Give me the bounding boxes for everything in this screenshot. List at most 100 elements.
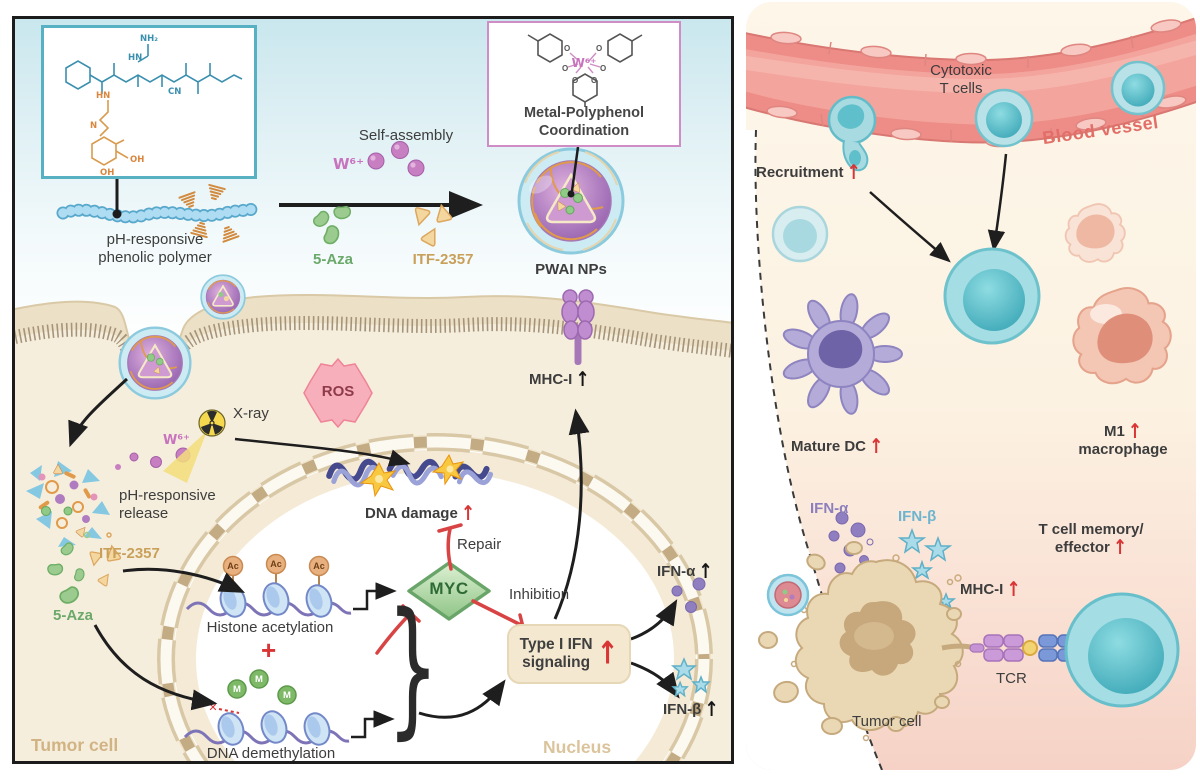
dna-damage-text: DNA damage	[365, 505, 458, 522]
tmem-line2: effector	[1054, 539, 1110, 556]
release-label-line1: pH-responsive	[119, 487, 216, 504]
polymer-label-line1: pH-responsive	[106, 231, 204, 248]
released-itf-molecules	[89, 532, 122, 587]
myc-node	[407, 561, 491, 621]
cytotoxic-line2: T cells	[939, 80, 983, 97]
mature-dc-label: Mature DC↑	[791, 436, 883, 456]
naive-t-cell	[771, 205, 829, 263]
atom-label-n: N	[90, 121, 97, 131]
acetyl-tags: Ac Ac Ac	[222, 553, 330, 577]
repair-label: Repair	[457, 536, 502, 553]
atom-label-hn-orange: HN	[96, 91, 110, 101]
infiltration-arrows	[869, 153, 1008, 263]
pwai-nanoparticle-endocytosed	[118, 326, 192, 400]
ifn-alpha-text: IFN-α	[657, 563, 696, 580]
itf-molecules	[414, 203, 453, 247]
myc-label: MYC	[429, 579, 469, 598]
ifn-box-line2: signaling	[522, 654, 591, 671]
pwai-nanoparticle	[517, 147, 625, 255]
aza-molecules	[313, 205, 352, 245]
o-label: O	[591, 76, 597, 85]
dna-damage-glyph	[326, 453, 494, 498]
ros-burst	[303, 357, 373, 429]
radiation-icon	[198, 409, 226, 437]
atom-label-nh2: NH₂	[140, 34, 158, 44]
pwai-np-label: PWAI NPs	[535, 261, 607, 278]
release-label-line2: release	[119, 505, 169, 522]
inhibition-label: Inhibition	[509, 586, 570, 603]
ros-label: ROS	[321, 383, 355, 400]
aza-label: 5-Aza	[312, 251, 353, 268]
dna-damage-label: DNA damage↑	[365, 503, 475, 523]
ifn-alpha-dots	[671, 577, 706, 613]
tcr-label: TCR	[996, 670, 1027, 687]
m-tag-text: M	[283, 690, 291, 701]
pwai-nanoparticle-right	[766, 573, 810, 617]
coordination-structure: O O O O O O W⁶⁺	[527, 33, 642, 107]
ph-responsive-release-burst	[26, 461, 110, 547]
mhc1-molecule	[983, 634, 1024, 662]
histone-acetylation-label: Histone acetylation	[206, 619, 334, 636]
tumor-cell-caption: Tumor cell	[31, 735, 119, 755]
m1-macrophage	[1072, 287, 1172, 385]
type1-ifn-signaling-box: Type I IFN signaling ↑	[507, 624, 631, 684]
self-assembly-label: Self-assembly	[358, 127, 454, 144]
cytotoxic-t-cells-label: Cytotoxic T cells	[906, 62, 1016, 98]
m1-macrophage-label: M1↑ macrophage	[1068, 419, 1178, 459]
released-aza-molecules	[47, 531, 91, 604]
ifn-beta-label-right: IFN-β	[898, 508, 937, 525]
cytotoxic-t-cell	[974, 88, 1034, 148]
tumor-cell-label-right: Tumor cell	[852, 713, 922, 730]
m-tag-text: M	[255, 674, 263, 685]
mature-dendritic-cell	[782, 293, 903, 415]
m0-macrophage	[1064, 203, 1126, 263]
extravasating-t-cell	[827, 95, 877, 172]
coordination-label-line1: Metal-Polyphenol	[523, 104, 645, 121]
macrophage-text: macrophage	[1078, 441, 1168, 458]
atom-label-oh1: OH	[130, 155, 144, 165]
dna-demethylation-label: DNA demethylation	[206, 745, 336, 762]
pwai-nanoparticle-small	[200, 274, 246, 320]
m-tag-text: M	[233, 684, 241, 695]
ac-tag-text: Ac	[270, 559, 282, 569]
o-label: O	[564, 44, 570, 53]
mhc1-up-arrow: ↑	[575, 367, 590, 392]
ifn-beta-label: IFN-β↑	[663, 699, 719, 719]
release-label: pH-responsive release	[119, 487, 216, 523]
m1-up-arrow: ↑	[1127, 419, 1143, 444]
mhc1-label-text: MHC-I	[529, 371, 573, 388]
ifn-alpha-label: IFN-α↑	[657, 561, 713, 581]
plus-sign: +	[261, 635, 277, 665]
histone-acetylation-glyph: Ac Ac Ac	[185, 553, 397, 618]
mhc1-right-text: MHC-I	[960, 581, 1004, 598]
atom-label-oh2: OH	[100, 168, 114, 176]
ifn-alpha-label-right: IFN-α	[810, 500, 849, 517]
atom-label-cn: CN	[168, 87, 181, 97]
mhc1-right-up-arrow: ↑	[1006, 577, 1021, 602]
hydrophobic-cones	[178, 183, 240, 243]
released-itf-label: ITF-2357	[99, 545, 160, 562]
ifn-box-up-arrow: ↑	[596, 636, 619, 672]
flow-arrows	[68, 377, 680, 719]
xray-beam	[163, 431, 207, 483]
recruitment-up-arrow: ↑	[846, 160, 861, 185]
methyl-tags: M M M	[227, 669, 297, 705]
o-label: O	[572, 76, 578, 85]
coordination-box: O O O O O O W⁶⁺ Metal-Polyphenol Coordin…	[487, 21, 681, 147]
converging-brace: }	[387, 581, 439, 753]
inhibition-tbars	[375, 523, 527, 655]
atom-label-hn: HN	[128, 53, 142, 63]
m1-text: M1	[1103, 423, 1125, 440]
tmem-up-arrow: ↑	[1112, 535, 1128, 560]
activated-t-cell	[943, 247, 1041, 345]
polymer-label: pH-responsive phenolic polymer	[65, 231, 245, 267]
nucleus-caption: Nucleus	[543, 737, 612, 757]
recruitment-label: Recruitment↑	[756, 160, 861, 185]
coordination-label-line2: Coordination	[538, 122, 630, 139]
tungsten-ion-label-2: W⁶⁺	[163, 433, 190, 448]
mhc1-label-right: MHC-I↑	[960, 577, 1021, 602]
o-label: O	[562, 64, 568, 73]
xray-label: X-ray	[233, 405, 269, 422]
ifn-alpha-dots	[828, 511, 874, 590]
